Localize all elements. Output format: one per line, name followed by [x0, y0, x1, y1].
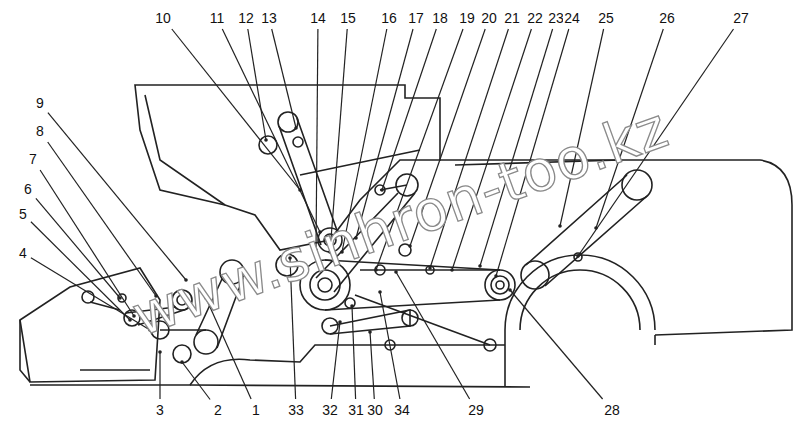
leader-line	[36, 198, 120, 298]
callout-number: 1	[251, 402, 261, 418]
callout-number: 6	[23, 181, 33, 197]
leader-line	[370, 332, 374, 399]
callout-number: 9	[35, 95, 45, 111]
callout-number: 13	[260, 10, 278, 26]
leader-dot	[494, 274, 498, 278]
leader-line	[48, 113, 186, 280]
callout-number: 26	[658, 10, 676, 26]
leader-dot	[294, 126, 298, 130]
callout-number: 12	[237, 10, 255, 26]
leader-line	[172, 29, 300, 190]
callout-number: 23	[547, 10, 565, 26]
leader-dot	[350, 304, 354, 308]
leader-line	[248, 29, 266, 140]
callout-number: 14	[309, 10, 327, 26]
leader-dot	[264, 138, 268, 142]
callout-number: 19	[458, 10, 476, 26]
callout-number: 5	[18, 206, 28, 222]
callout-number: 18	[431, 10, 449, 26]
callout-number: 16	[380, 10, 398, 26]
leader-line	[31, 222, 130, 320]
leader-line	[182, 362, 210, 400]
callout-number: 31	[347, 402, 365, 418]
callout-number: 30	[366, 402, 384, 418]
callout-number: 21	[503, 10, 521, 26]
callout-number: 7	[28, 151, 38, 167]
callout-number: 8	[35, 123, 45, 139]
leader-dot	[558, 224, 562, 228]
leader-dot	[508, 288, 512, 292]
leader-line	[316, 29, 318, 250]
leader-line	[331, 322, 340, 399]
leader-dot	[374, 268, 378, 272]
callout-number: 25	[597, 10, 615, 26]
leader-dot	[118, 296, 122, 300]
leader-dot	[158, 350, 162, 354]
leader-line	[159, 352, 160, 399]
leader-dot	[478, 264, 482, 268]
callout-number: 32	[321, 402, 339, 418]
leader-dot	[576, 254, 580, 258]
callout-number: 11	[209, 10, 226, 26]
leader-line	[396, 272, 470, 399]
leader-line	[352, 306, 356, 399]
leader-dot	[378, 290, 382, 294]
leader-line	[382, 29, 436, 190]
callout-number: 34	[393, 402, 411, 418]
leader-dot	[394, 270, 398, 274]
leader-dot	[380, 188, 384, 192]
callout-number: 28	[603, 402, 621, 418]
leader-dot	[368, 330, 372, 334]
leader-dot	[450, 268, 454, 272]
callout-number: 29	[467, 402, 485, 418]
callout-number: 3	[155, 402, 165, 418]
callout-number: 15	[339, 10, 357, 26]
callout-number: 4	[18, 245, 28, 261]
callout-number: 33	[287, 402, 305, 418]
callout-number: 24	[563, 10, 581, 26]
leader-line	[272, 29, 296, 128]
callout-number: 20	[480, 10, 498, 26]
callout-number: 22	[526, 10, 544, 26]
leader-line	[510, 290, 603, 399]
callout-number: 10	[154, 10, 172, 26]
leader-dot	[338, 320, 342, 324]
leader-line	[222, 29, 320, 232]
leader-line	[380, 292, 400, 399]
leader-dot	[428, 266, 432, 270]
watermark: www.sinhron-too.kz	[124, 97, 675, 347]
callout-number: 27	[732, 10, 750, 26]
leader-dot	[180, 360, 184, 364]
callout-number: 17	[407, 10, 425, 26]
leader-line	[40, 170, 134, 316]
callout-number: 2	[213, 402, 223, 418]
leader-line	[48, 142, 156, 296]
